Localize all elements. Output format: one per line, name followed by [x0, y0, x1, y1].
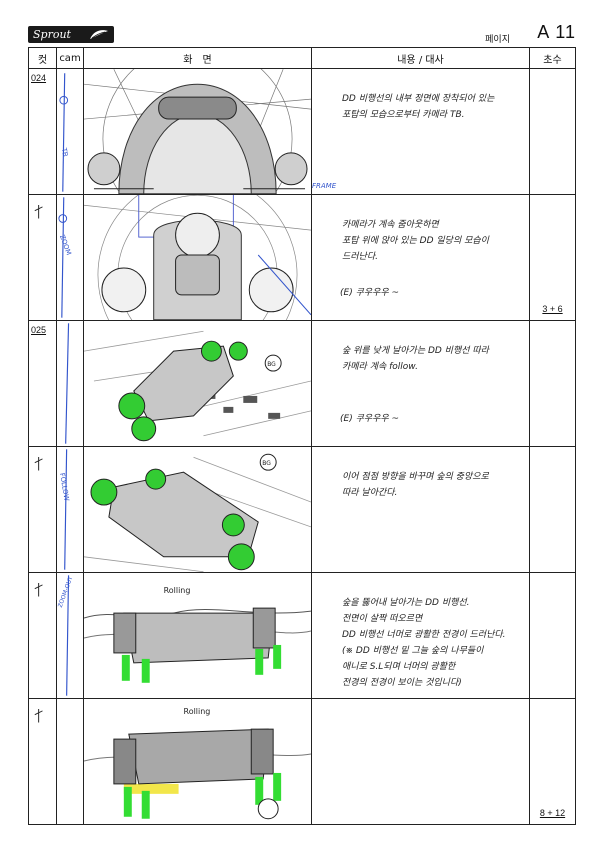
camera-path-sketch: FOLLOW — [58, 449, 71, 570]
svg-text:ZOOM: ZOOM — [58, 234, 73, 257]
svg-text:FOLLOW: FOLLOW — [58, 472, 71, 502]
storyboard-row: ZOOM-OUT Rolling — [28, 572, 576, 699]
content-cell: 숲 위를 낮게 날아가는 DD 비행선 따라 카메라 계속 follow. (E… — [311, 320, 530, 447]
storyboard-sketch-airship-follow: BG — [84, 321, 311, 446]
storyboard-row: ZOOM — [28, 194, 576, 321]
scene-description: 이어 점점 방향을 바꾸며 숲의 중앙으로 따라 날아간다. — [342, 472, 489, 498]
screen-panel: BG — [83, 446, 312, 573]
continue-mark-icon — [34, 456, 43, 471]
rolling-label: Rolling — [184, 707, 211, 716]
scene-description: 카메라가 계속 줌아웃하면 포탑 위에 앉아 있는 DD 일당의 모습이 드러난… — [342, 220, 489, 262]
time-cell: 3 + 6 — [529, 194, 576, 321]
cut-cell: 025 — [28, 320, 57, 447]
storyboard-row: 025 — [28, 320, 576, 447]
content-cell — [311, 698, 530, 825]
storyboard-row: FOLLOW BG — [28, 446, 576, 573]
bg-label: BG — [262, 460, 271, 467]
cut-cell — [28, 572, 57, 699]
time-value: 3 + 6 — [542, 304, 563, 314]
cut-cell — [28, 698, 57, 825]
sound-effect-note: (E) 쿠우우우 ~ — [340, 288, 400, 298]
logo-text: Sprout — [33, 28, 71, 41]
camera-path-sketch — [65, 323, 70, 444]
svg-text:TB: TB — [60, 146, 70, 157]
storyboard-row: Rolling 8 + 12 — [28, 698, 576, 825]
scene-description — [312, 699, 529, 721]
continue-mark-icon — [34, 708, 43, 723]
sound-effect-note: (E) 쿠우우우 ~ — [340, 414, 400, 424]
storyboard-sketch-turret — [84, 69, 311, 194]
cam-cell — [56, 320, 84, 447]
storyboard-sketch-airship-turn: BG — [84, 447, 311, 572]
continue-mark-icon — [34, 204, 43, 219]
column-header-screen: 화 면 — [83, 47, 312, 69]
column-header-row: 컷 cam 화 면 내용 / 대사 초수 — [28, 47, 576, 69]
column-header-cam: cam — [56, 47, 84, 69]
content-cell: 이어 점점 방향을 바꾸며 숲의 중앙으로 따라 날아간다. — [311, 446, 530, 573]
screen-panel: Rolling — [83, 572, 312, 699]
storyboard-row: 024 TB — [28, 68, 576, 195]
cut-cell — [28, 194, 57, 321]
time-cell — [529, 68, 576, 195]
scene-description: 숲을 뚫어내 날아가는 DD 비행선. 전면이 살짝 떠오르면 DD 비행선 너… — [342, 598, 506, 688]
camera-path-sketch: TB — [59, 73, 70, 192]
screen-panel: Rolling — [83, 698, 312, 825]
screen-panel — [83, 194, 312, 321]
column-header-cut: 컷 — [28, 47, 57, 69]
column-header-time: 초수 — [529, 47, 576, 69]
time-cell: 8 + 12 — [529, 698, 576, 825]
cut-cell: 024 — [28, 68, 57, 195]
camera-path-sketch: ZOOM — [58, 197, 73, 318]
cam-cell: TB — [56, 68, 84, 195]
column-header-content: 내용 / 대사 — [311, 47, 530, 69]
content-cell: 숲을 뚫어내 날아가는 DD 비행선. 전면이 살짝 떠오르면 DD 비행선 너… — [311, 572, 530, 699]
time-cell — [529, 446, 576, 573]
bg-label: BG — [267, 361, 276, 368]
content-cell: 카메라가 계속 줌아웃하면 포탑 위에 앉아 있는 DD 일당의 모습이 드러난… — [311, 194, 530, 321]
studio-logo: Sprout — [28, 26, 114, 43]
cut-number: 024 — [31, 73, 47, 83]
cam-cell: FOLLOW — [56, 446, 84, 573]
screen-panel — [83, 68, 312, 195]
storyboard-sketch-crew — [84, 195, 311, 320]
cut-cell — [28, 446, 57, 573]
storyboard-sketch-airship-rolling: Rolling — [84, 699, 311, 824]
frame-note: FRAME — [312, 182, 337, 190]
leaf-icon — [90, 30, 108, 39]
content-cell: DD 비행선의 내부 정면에 장착되어 있는 포탑의 모습으로부터 카메라 TB… — [311, 68, 530, 195]
sheet-header: Sprout 페이지 A 11 — [28, 22, 576, 46]
page-label: 페이지 — [485, 35, 510, 45]
scene-description: 숲 위를 낮게 날아가는 DD 비행선 따라 카메라 계속 follow. — [342, 346, 489, 372]
camera-path-sketch: ZOOM-OUT — [58, 575, 75, 696]
rolling-label: Rolling — [164, 586, 191, 595]
svg-text:ZOOM-OUT: ZOOM-OUT — [58, 575, 75, 608]
cam-cell: ZOOM-OUT — [56, 572, 84, 699]
cam-cell: ZOOM — [56, 194, 84, 321]
cut-number: 025 — [31, 325, 47, 335]
time-cell — [529, 320, 576, 447]
storyboard-sheet: 컷 cam 화 면 내용 / 대사 초수 024 TB — [28, 47, 576, 825]
cam-cell — [56, 698, 84, 825]
continue-mark-icon — [34, 582, 43, 597]
storyboard-sketch-airship-forest: Rolling — [84, 573, 311, 698]
scene-description: DD 비행선의 내부 정면에 장착되어 있는 포탑의 모습으로부터 카메라 TB… — [342, 94, 495, 120]
screen-panel: BG — [83, 320, 312, 447]
page-number: A 11 — [537, 22, 576, 42]
time-cell — [529, 572, 576, 699]
time-value: 8 + 12 — [539, 808, 566, 818]
